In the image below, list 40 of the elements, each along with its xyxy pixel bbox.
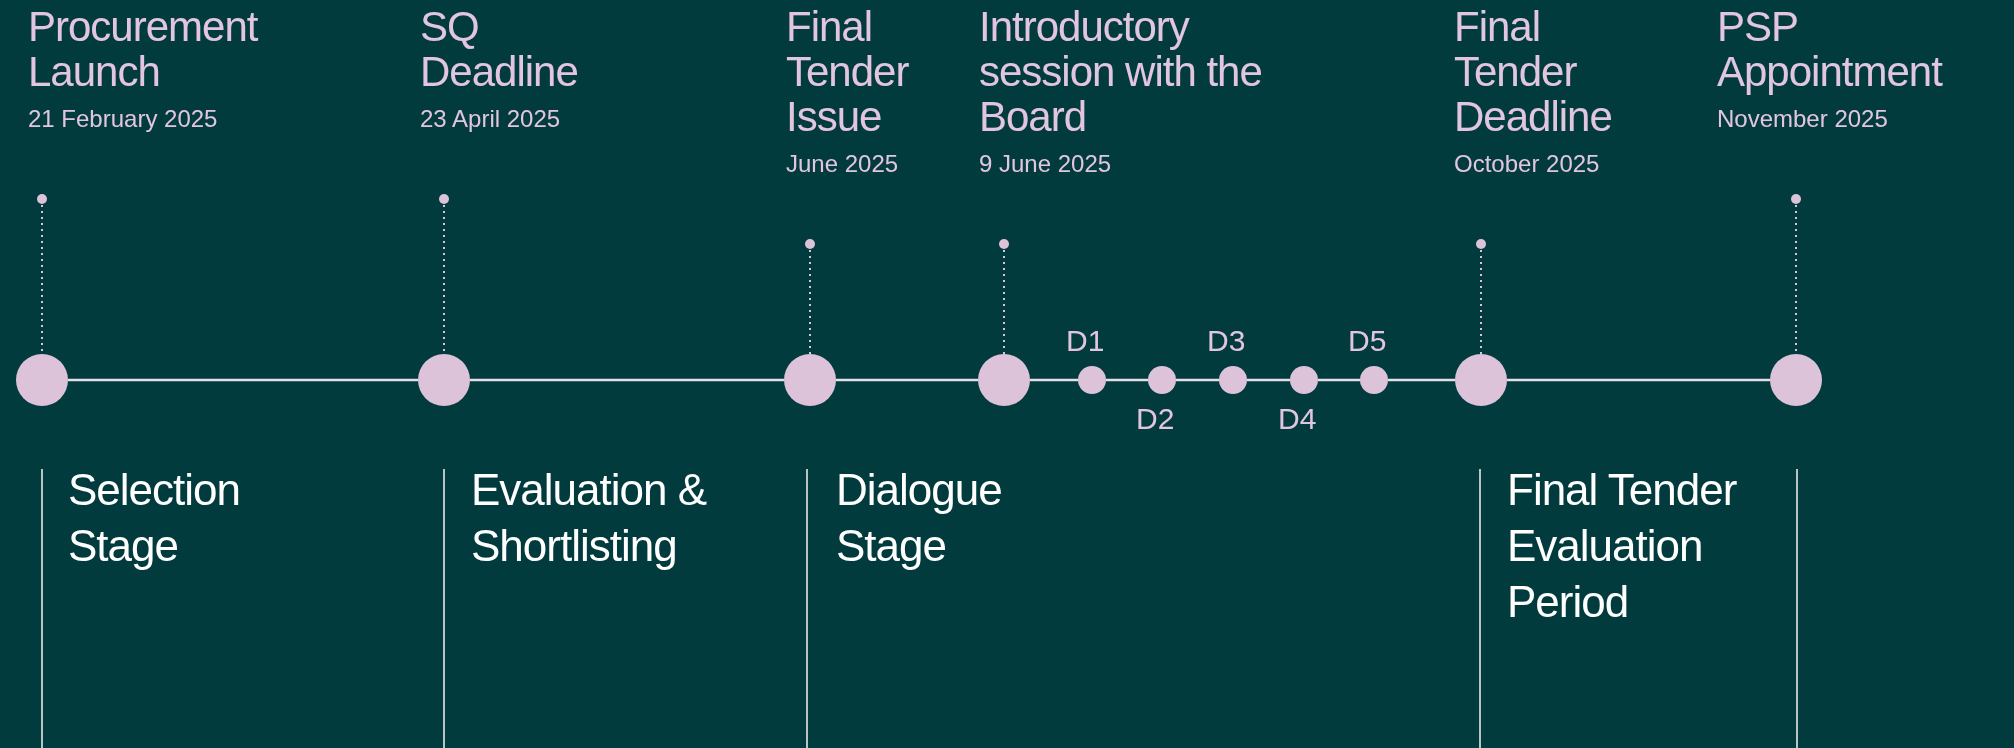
timeline-line (1507, 378, 1770, 382)
milestone-circle (1770, 354, 1822, 406)
milestone-date: October 2025 (1454, 149, 1601, 179)
milestone-title: Final Tender Deadline (1454, 4, 1613, 139)
milestone-date: 21 February 2025 (28, 104, 219, 134)
milestone-date: November 2025 (1717, 104, 1889, 134)
timeline-line (68, 378, 418, 382)
milestone-circle (418, 354, 470, 406)
leader-line (805, 239, 815, 355)
milestone-title: Final Tender Issue (786, 4, 910, 139)
dialogue-label: D4 (1278, 402, 1317, 436)
timeline-line (1388, 378, 1455, 382)
milestone-circle (16, 354, 68, 406)
dialogue-label: D3 (1207, 324, 1246, 358)
dialogue-label: D2 (1136, 402, 1175, 436)
leader-line (999, 239, 1009, 355)
timeline-line (1318, 378, 1360, 382)
milestone-date: 23 April 2025 (420, 104, 562, 134)
timeline-line (1030, 378, 1078, 382)
stage-label: Selection Stage (68, 464, 241, 572)
milestone-circle (784, 354, 836, 406)
timeline-line (1106, 378, 1148, 382)
milestone-title: PSP Appointment (1717, 4, 1944, 94)
timeline-line (470, 378, 784, 382)
timeline-line (1176, 378, 1219, 382)
milestone-title: Procurement Launch (28, 4, 259, 94)
dialogue-label: D1 (1066, 324, 1105, 358)
timeline-line (1247, 378, 1290, 382)
milestone-circle (1455, 354, 1507, 406)
milestone-date: June 2025 (786, 149, 900, 179)
leader-line (1476, 239, 1486, 355)
milestone-title: SQ Deadline (420, 4, 579, 94)
stage-label: Final Tender Evaluation Period (1507, 464, 1738, 628)
stage-label: Dialogue Stage (836, 464, 1003, 572)
milestone-title: Introductory session with the Board (979, 4, 1263, 139)
timeline-line (836, 378, 978, 382)
milestone-circle (978, 354, 1030, 406)
milestone-date: 9 June 2025 (979, 149, 1113, 179)
dialogue-label: D5 (1348, 324, 1387, 358)
stage-label: Evaluation & Shortlisting (471, 464, 708, 572)
